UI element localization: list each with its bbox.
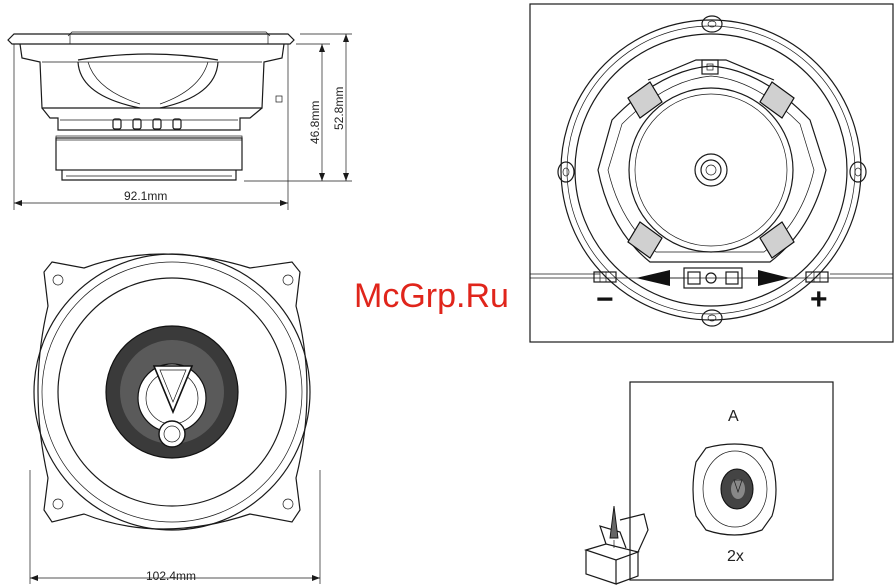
package-item-label: A xyxy=(728,408,739,425)
wiring-view xyxy=(530,4,893,342)
package-view xyxy=(586,382,833,584)
positive-terminal-label: + xyxy=(810,283,828,316)
watermark-text: McGrp.Ru xyxy=(354,277,509,315)
front-view-diameter-label: 102.4mm xyxy=(146,569,196,583)
side-view-depth-label: 46.8mm xyxy=(308,101,322,144)
side-view xyxy=(8,32,352,210)
package-quantity-label: 2x xyxy=(727,548,744,565)
negative-terminal-label: − xyxy=(596,283,614,316)
side-view-width-label: 92.1mm xyxy=(124,189,167,203)
front-view xyxy=(30,254,320,584)
side-view-height-label: 52.8mm xyxy=(332,87,346,130)
